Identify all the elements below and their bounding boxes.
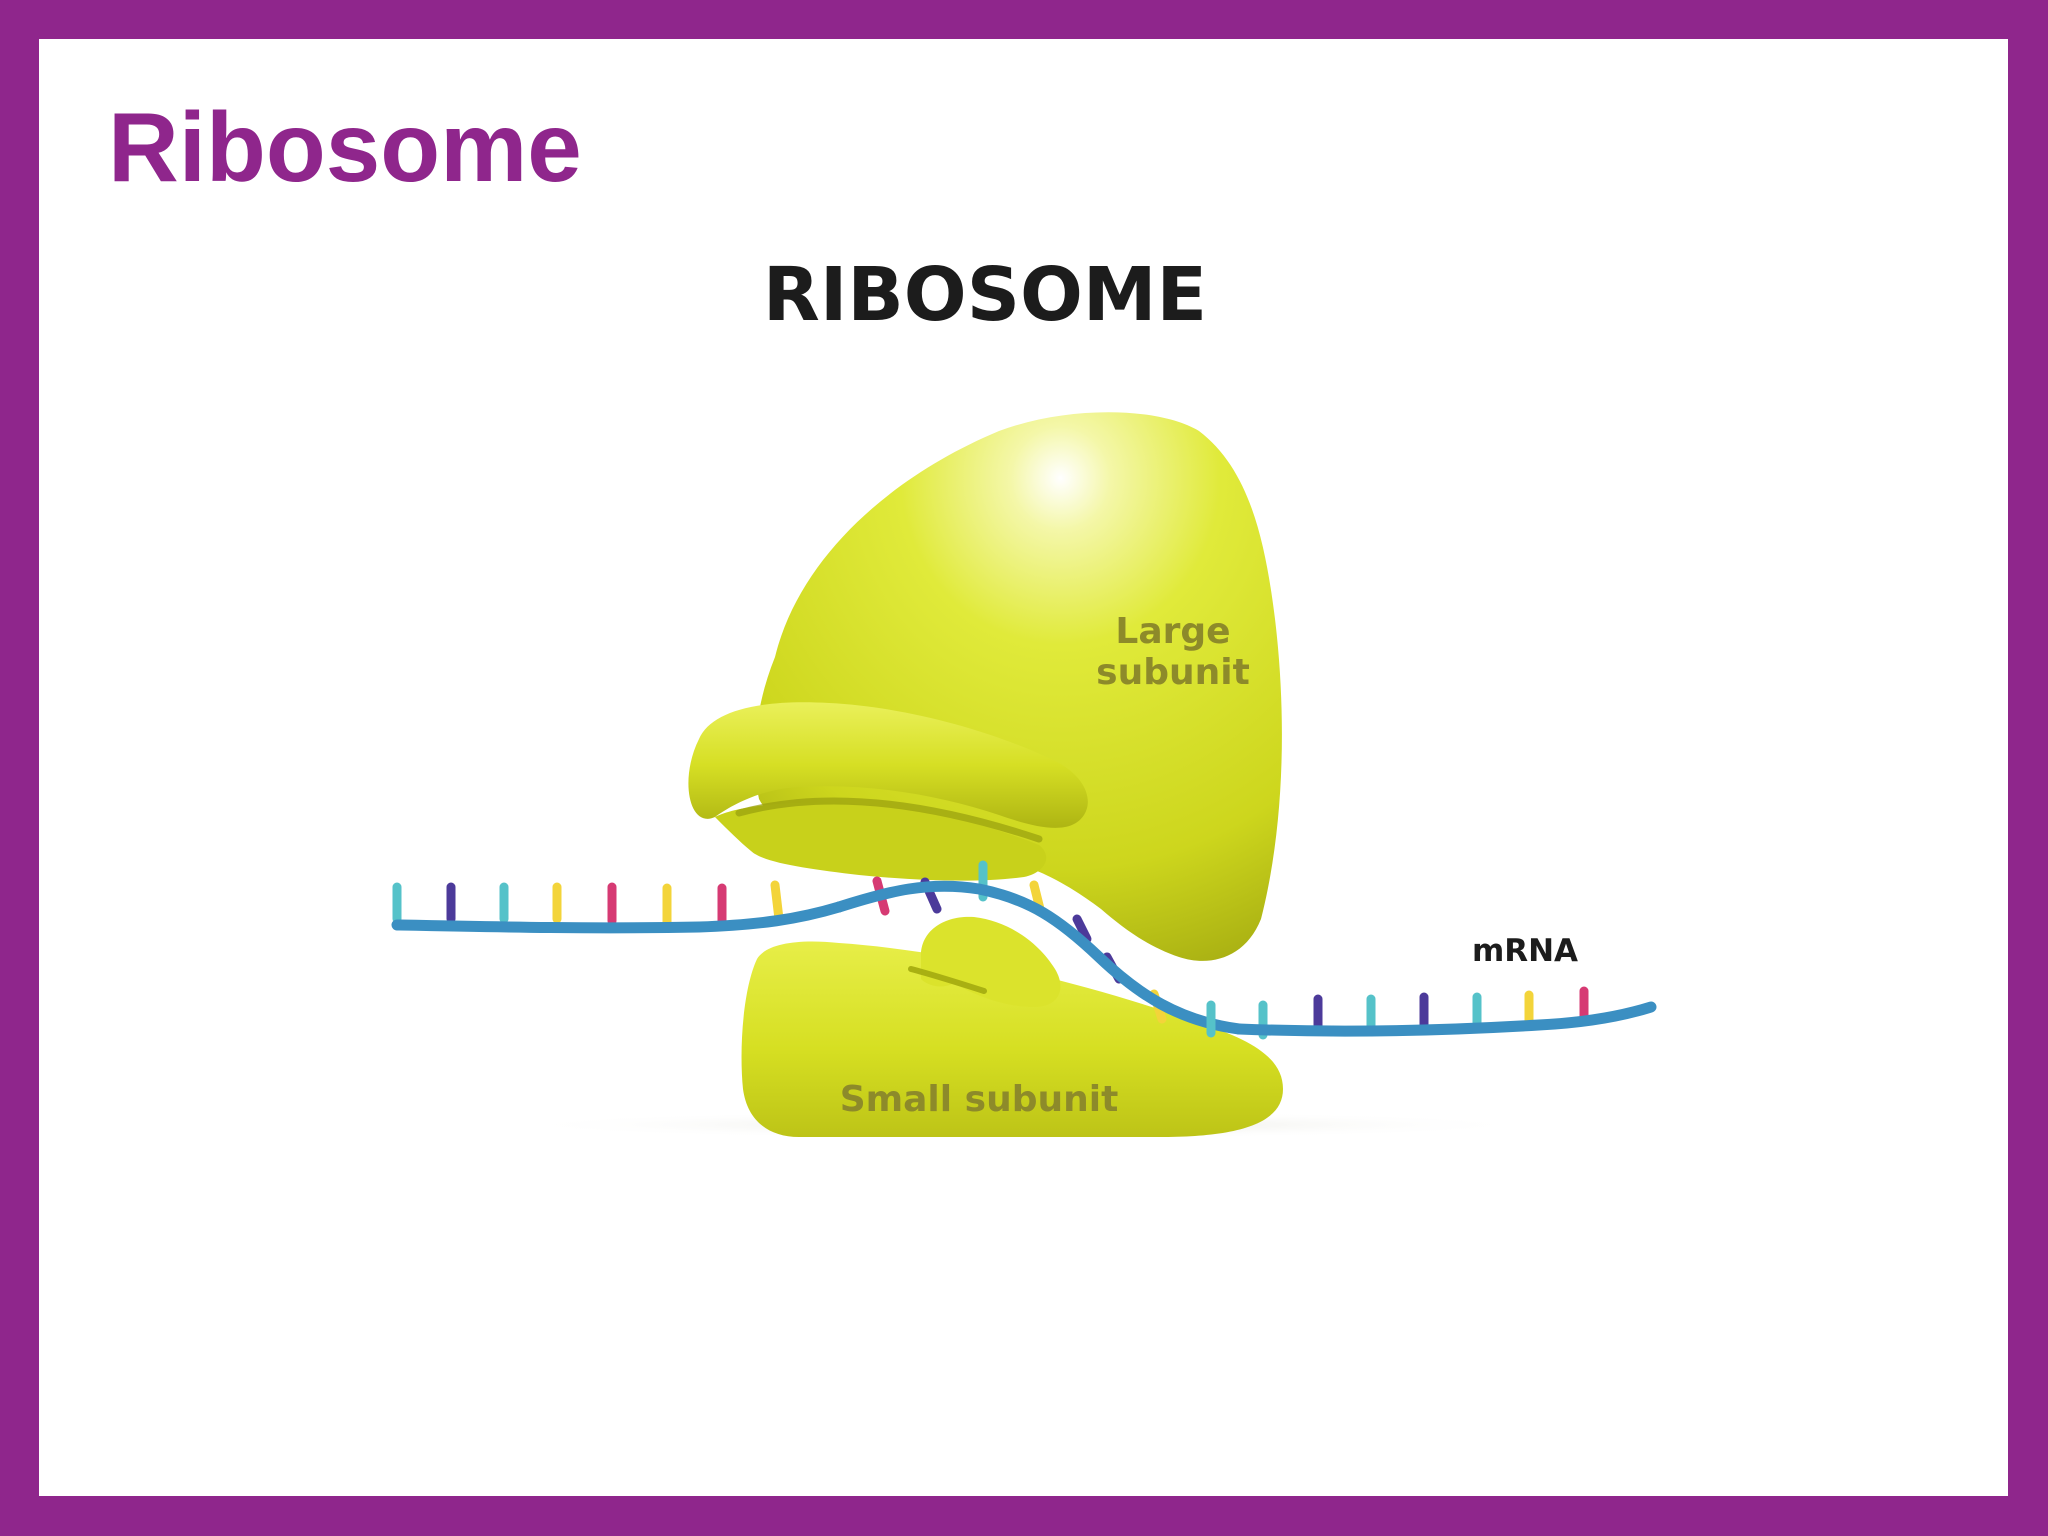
mrna-left-bases [392, 880, 784, 928]
mrna-base [1072, 914, 1092, 944]
mrna-strand-left [391, 901, 845, 934]
mrna-label: mRNA [1472, 933, 1578, 969]
small-subunit-notch [908, 966, 987, 994]
mrna-base [770, 880, 784, 924]
mrna-strand-right [1233, 1001, 1657, 1037]
small-subunit [741, 941, 1283, 1137]
ribosome-figure: RIBOSOME [391, 252, 1657, 1139]
mrna-strand-channel [833, 880, 1245, 1035]
large-subunit-label-line2: subunit [1096, 652, 1250, 693]
slide: Ribosome [39, 39, 2008, 1496]
slide-title: Ribosome [108, 92, 582, 202]
small-subunit-label: Small subunit [840, 1079, 1119, 1120]
large-subunit-lip [688, 702, 1088, 828]
lip-crease [735, 797, 1043, 843]
diagram-title: RIBOSOME [763, 252, 1207, 338]
large-subunit-label-line1: Large [1115, 611, 1230, 652]
large-subunit-lower-lobe [715, 802, 1047, 881]
small-subunit-head [920, 916, 1061, 1007]
